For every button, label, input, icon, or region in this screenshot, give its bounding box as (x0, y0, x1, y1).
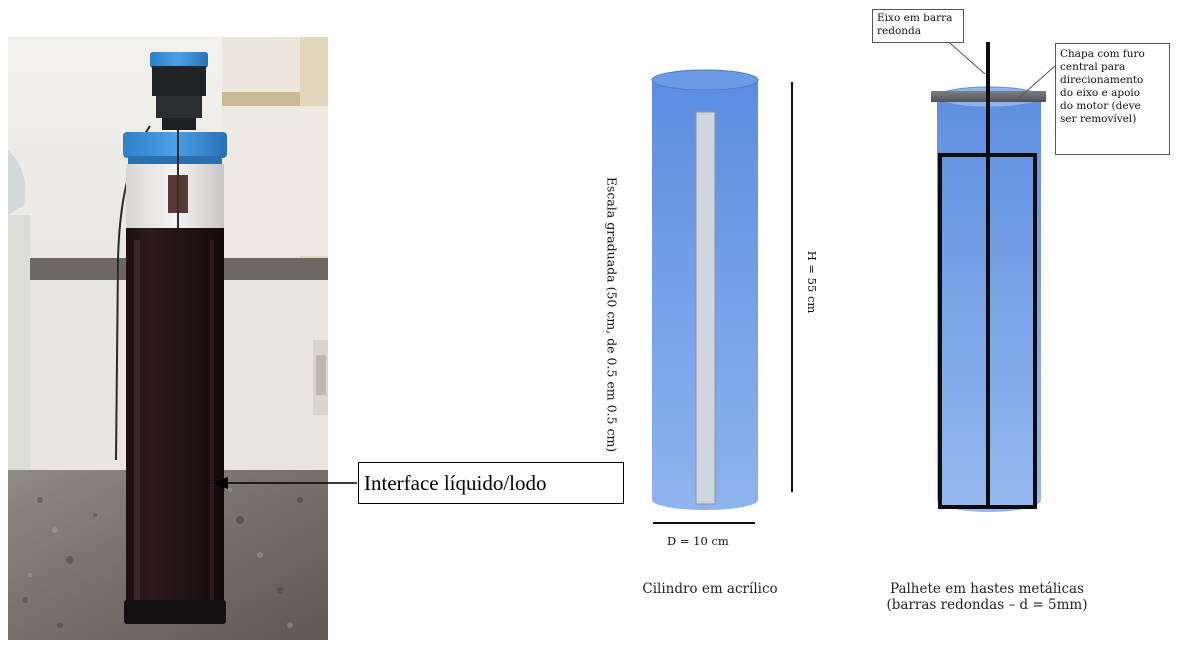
cylinder-diagram (651, 69, 793, 524)
paddle-caption: Palhete em hastes metálicas (barras redo… (862, 581, 1112, 613)
shaft-callout-line: redonda (877, 25, 922, 37)
scale-text: Escala graduada (50 cm, de 0.5 em 0.5 cm… (604, 176, 620, 453)
plate-callout-line: ser removível) (1060, 113, 1137, 125)
plate-callout-line: central para (1060, 61, 1126, 73)
shaft-callout-line: Eixo em barra (877, 12, 953, 24)
cylinder-caption: Cilindro em acrílico (642, 581, 778, 597)
plate-callout-line: do eixo e apoio (1060, 87, 1141, 99)
interface-label: Interface líquido/lodo (358, 462, 624, 504)
plate-callout-line: direcionamento (1060, 74, 1144, 86)
plate-leader-line (1019, 65, 1056, 98)
plate-callout-line: Chapa com furo (1060, 48, 1145, 60)
diameter-label: D = 10 cm (667, 534, 729, 548)
plate-callout-line: do motor (deve (1060, 100, 1141, 112)
height-label: H = 55 cm (805, 250, 819, 314)
paddle-caption-line: (barras redondas – d = 5mm) (886, 597, 1088, 613)
shaft-callout: Eixo em barra redonda (872, 9, 964, 43)
interface-arrow (212, 477, 357, 489)
photo-reactor (8, 37, 328, 640)
plate-callout: Chapa com furo central para direcionamen… (1055, 43, 1170, 155)
graduated-scale (695, 111, 716, 505)
paddle-diagram (931, 29, 1056, 512)
paddle-caption-line: Palhete em hastes metálicas (889, 581, 1085, 597)
